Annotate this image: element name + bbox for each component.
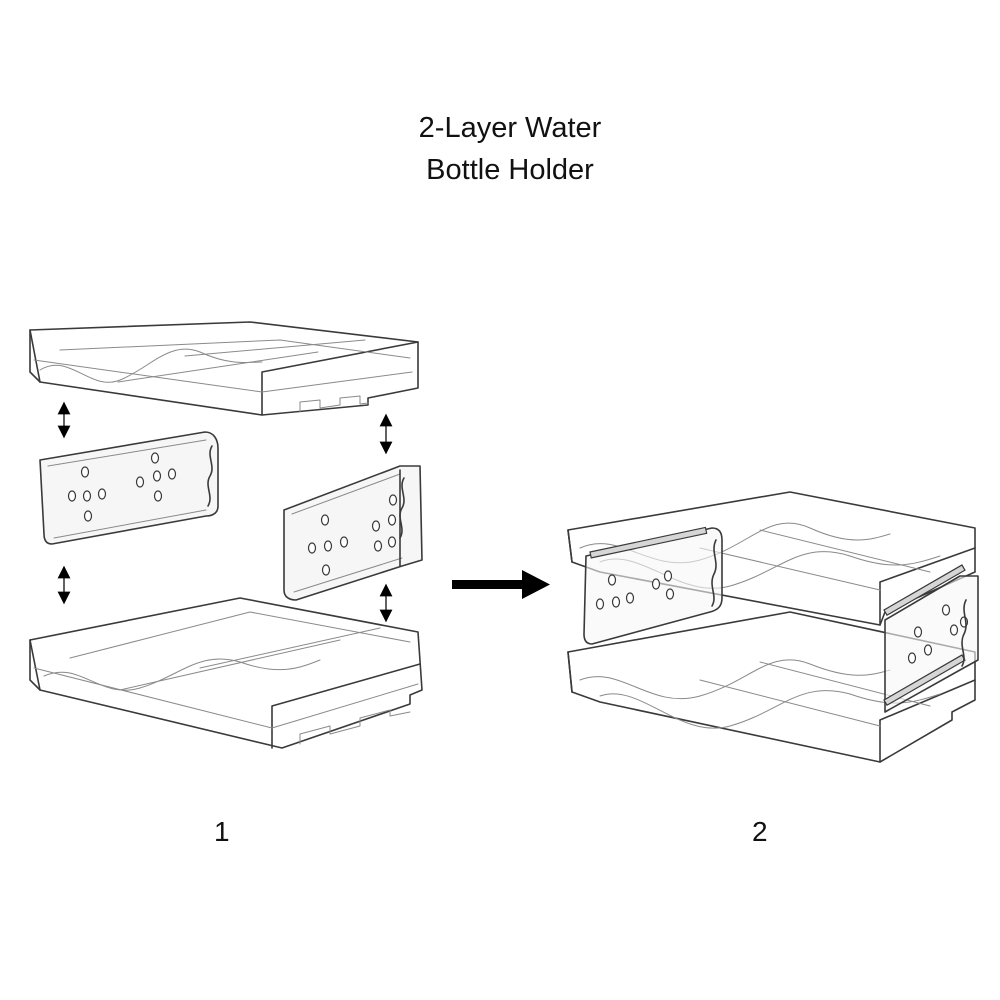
step-1-label: 1 bbox=[214, 816, 230, 847]
right-side-panel bbox=[283, 465, 423, 601]
diagram-title-line-2: Bottle Holder bbox=[426, 154, 594, 186]
assembled-holder bbox=[567, 491, 979, 763]
top-tray bbox=[29, 321, 419, 416]
left-side-panel bbox=[39, 431, 219, 545]
step-2-label: 2 bbox=[752, 816, 768, 847]
diagram-title-line-1: 2-Layer Water bbox=[418, 112, 602, 144]
bottom-tray bbox=[29, 597, 423, 749]
right-arrow-icon bbox=[452, 570, 550, 599]
